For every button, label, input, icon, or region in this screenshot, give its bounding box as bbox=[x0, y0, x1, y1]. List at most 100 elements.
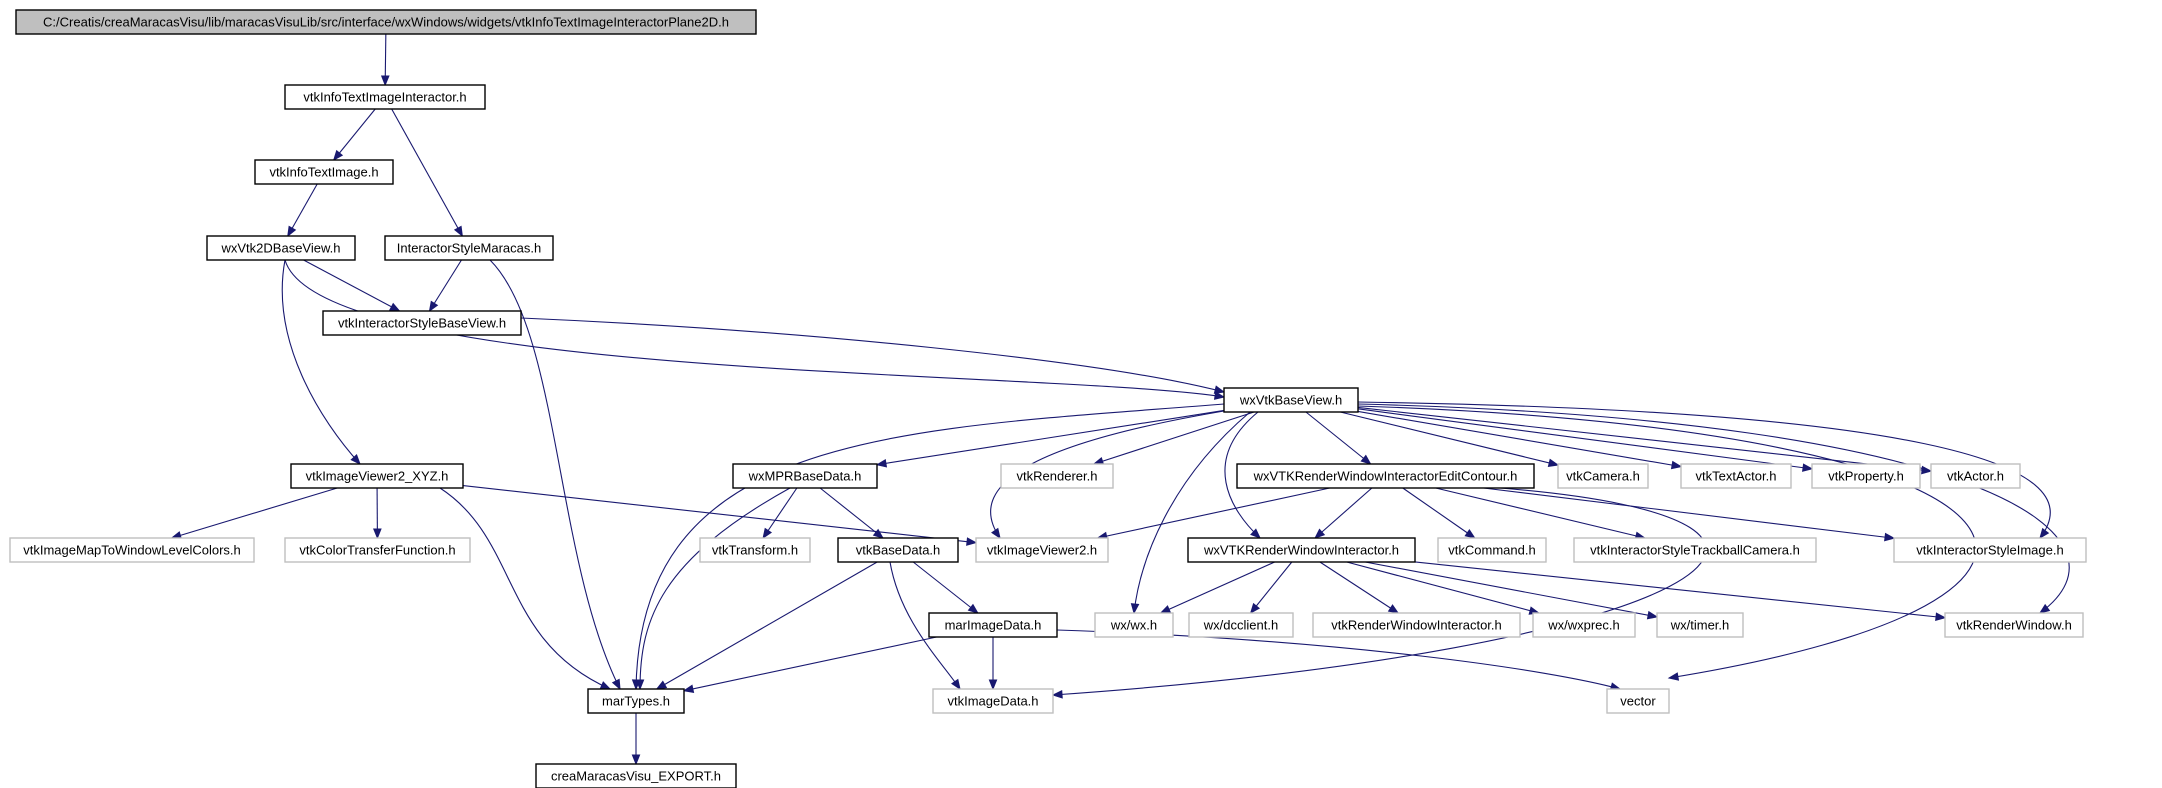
node-vtkBaseData[interactable]: vtkBaseData.h bbox=[837, 537, 959, 563]
edge-wxMPRBaseData-to-vtkBaseData bbox=[819, 487, 884, 539]
edge-InteractorStyleMaracas-to-marTypes-arrowhead bbox=[611, 678, 621, 691]
edge-vtkInfoTextImage-to-wxVtk2DBaseView bbox=[287, 183, 318, 238]
node-vtkRenderWindowInteractor-box bbox=[1312, 612, 1521, 638]
node-vtkImageViewer2_XYZ-box bbox=[290, 463, 464, 489]
node-marTypes[interactable]: marTypes.h bbox=[587, 688, 685, 714]
edge-vtkInfoTextImage-to-wxVtk2DBaseView-arrowhead bbox=[287, 225, 297, 238]
node-vtkTransform-label: vtkTransform.h bbox=[712, 543, 798, 558]
node-vtkInfoTextImageInteractor[interactable]: vtkInfoTextImageInteractor.h bbox=[284, 84, 486, 110]
node-marTypes-label: marTypes.h bbox=[602, 694, 670, 709]
node-vtkInfoTextImageInteractor-label: vtkInfoTextImageInteractor.h bbox=[303, 90, 466, 105]
node-vtkInfoTextImage-label: vtkInfoTextImage.h bbox=[269, 165, 378, 180]
node-creaMaracasVisu_EXPORT-box bbox=[535, 763, 737, 788]
node-wxVTKRWIEditContour[interactable]: wxVTKRenderWindowInteractorEditContour.h bbox=[1236, 463, 1535, 489]
edge-vtkInfoTextImageInteractor-to-InteractorStyleMaracas-line bbox=[391, 108, 463, 237]
edge-wxVtkBaseView-to-wxVTKRWI-arrowhead bbox=[1250, 528, 1261, 539]
node-wx_dcclient-box bbox=[1188, 612, 1294, 638]
edge-wxMPRBaseData-to-vtkBaseData-arrowhead bbox=[872, 528, 884, 539]
node-vtkInteractorStyleBaseView[interactable]: vtkInteractorStyleBaseView.h bbox=[322, 310, 522, 336]
edge-vtkBaseData-to-marTypes bbox=[655, 561, 878, 690]
edge-vtkImageViewer2_XYZ-to-vtkImageMapToWindowLevelColors bbox=[170, 487, 338, 540]
edge-wxVTKRWI-to-vtkRenderWindowInteractor bbox=[1319, 561, 1400, 614]
edge-vtkImageViewer2_XYZ-to-vtkImageViewer2-arrowhead bbox=[966, 537, 978, 546]
edge-vtkInteractorStyleBaseView-to-wxVtkBaseView bbox=[520, 317, 1226, 394]
edge-wxVTKRWI-to-wx_wx bbox=[1159, 561, 1275, 614]
edge-wxVTKRWI-to-wx_timer-line bbox=[1365, 561, 1658, 618]
node-vtkInteractorStyleImage: vtkInteractorStyleImage.h bbox=[1893, 537, 2087, 563]
node-vtkCamera: vtkCamera.h bbox=[1557, 463, 1649, 489]
node-wx_wx-label: wx/wx.h bbox=[1110, 618, 1157, 633]
edge-vtkImageViewer2_XYZ-to-vtkColorTransferFunction bbox=[373, 487, 382, 540]
node-vtkImageViewer2: vtkImageViewer2.h bbox=[975, 537, 1109, 563]
edge-InteractorStyleMaracas-to-marTypes bbox=[489, 259, 621, 691]
edge-wxVTKRWI-to-wx_wx-arrowhead bbox=[1159, 605, 1172, 614]
edge-wxVtkBaseView-to-wxVTKRWI bbox=[1224, 411, 1261, 539]
edge-wxVtkBaseView-to-vtkCamera bbox=[1340, 411, 1560, 468]
node-vtkColorTransferFunction-box bbox=[284, 537, 471, 563]
edge-wxVtkBaseView-to-wxVTKRWIEditContour-arrowhead bbox=[1360, 454, 1372, 465]
edge-wxVtkBaseView-to-vtkCamera-line bbox=[1340, 411, 1559, 466]
edge-vtkBaseData-to-marImageData-line bbox=[912, 561, 979, 614]
node-wxVTKRWIEditContour-label: wxVTKRenderWindowInteractorEditContour.h bbox=[1253, 469, 1518, 484]
node-vtkInfoTextImage[interactable]: vtkInfoTextImage.h bbox=[254, 159, 394, 185]
node-wxMPRBaseData-box bbox=[732, 463, 878, 489]
node-wxMPRBaseData[interactable]: wxMPRBaseData.h bbox=[732, 463, 878, 489]
node-root[interactable]: C:/Creatis/creaMaracasVisu/lib/maracasVi… bbox=[15, 9, 757, 35]
nodes: C:/Creatis/creaMaracasVisu/lib/maracasVi… bbox=[9, 9, 2087, 788]
edge-wxVTKRWI-to-wx_dcclient-arrowhead bbox=[1249, 602, 1261, 615]
node-wxVtkBaseView[interactable]: wxVtkBaseView.h bbox=[1223, 387, 1359, 413]
edge-wxVtkBaseView-to-wxMPRBaseData bbox=[875, 409, 1225, 468]
edge-wxVtk2DBaseView-to-vtkImageViewer2_XYZ-arrowhead bbox=[350, 454, 361, 465]
edge-marTypes-to-creaMaracasVisu_EXPORT-arrowhead bbox=[631, 754, 641, 766]
node-vtkInteractorStyleTrackballCamera: vtkInteractorStyleTrackballCamera.h bbox=[1573, 537, 1817, 563]
node-wxVTKRWI[interactable]: wxVTKRenderWindowInteractor.h bbox=[1187, 537, 1416, 563]
node-vtkImageMapToWindowLevelColors: vtkImageMapToWindowLevelColors.h bbox=[9, 537, 255, 563]
edge-wxVTKRWI-to-vtkRenderWindowInteractor-arrowhead bbox=[1387, 604, 1400, 614]
edge-wxVTKRWIEditContour-to-vtkImageData-line bbox=[1052, 487, 1707, 696]
node-vtkInteractorStyleBaseView-label: vtkInteractorStyleBaseView.h bbox=[338, 316, 506, 331]
node-vtkImageViewer2_XYZ[interactable]: vtkImageViewer2_XYZ.h bbox=[290, 463, 464, 489]
node-wxVTKRWIEditContour-box bbox=[1236, 463, 1535, 489]
edge-wxVTKRWI-to-wx_timer bbox=[1365, 561, 1659, 620]
node-wx_dcclient: wx/dcclient.h bbox=[1188, 612, 1294, 638]
edge-wxVTKRWIEditContour-to-vtkImageData bbox=[1051, 487, 1707, 699]
node-vtkImageMapToWindowLevelColors-label: vtkImageMapToWindowLevelColors.h bbox=[23, 543, 240, 558]
node-vector: vector bbox=[1606, 688, 1670, 714]
node-wxVTKRWI-label: wxVTKRenderWindowInteractor.h bbox=[1203, 543, 1399, 558]
node-InteractorStyleMaracas[interactable]: InteractorStyleMaracas.h bbox=[384, 235, 554, 261]
node-marImageData[interactable]: marImageData.h bbox=[928, 612, 1058, 638]
edge-wxVTKRWI-to-vtkRenderWindow-arrowhead bbox=[1935, 612, 1947, 622]
node-vtkInteractorStyleBaseView-box bbox=[322, 310, 522, 336]
node-wx_dcclient-label: wx/dcclient.h bbox=[1203, 618, 1278, 633]
edge-wxVtkBaseView-to-wx_wx-arrowhead bbox=[1130, 603, 1140, 615]
edge-wxVtkBaseView-to-wx_wx bbox=[1130, 411, 1251, 615]
edge-wxVtk2DBaseView-to-wxVtkBaseView-arrowhead bbox=[1213, 391, 1226, 400]
node-vtkInteractorStyleTrackballCamera-label: vtkInteractorStyleTrackballCamera.h bbox=[1590, 543, 1800, 558]
edge-vtkImageViewer2_XYZ-to-marTypes-arrowhead bbox=[599, 681, 612, 690]
node-wxVtk2DBaseView-box bbox=[206, 235, 356, 261]
node-wxVtk2DBaseView[interactable]: wxVtk2DBaseView.h bbox=[206, 235, 356, 261]
edge-vtkBaseData-to-marImageData bbox=[912, 561, 979, 614]
node-vtkRenderWindow-box bbox=[1944, 612, 2084, 638]
edge-wxMPRBaseData-to-marTypes-line bbox=[639, 487, 791, 690]
edge-marImageData-to-marTypes-line bbox=[683, 636, 937, 692]
edge-wxVTKRWI-to-wx_timer-arrowhead bbox=[1646, 610, 1659, 620]
edge-wxMPRBaseData-to-vtkTransform-line bbox=[762, 487, 798, 539]
node-creaMaracasVisu_EXPORT[interactable]: creaMaracasVisu_EXPORT.h bbox=[535, 763, 737, 788]
edge-wxVtk2DBaseView-to-wxVtkBaseView bbox=[284, 259, 1226, 400]
edge-wxVTKRWIEditContour-to-vtkInteractorStyleTrackballCamera bbox=[1435, 487, 1647, 541]
edge-wxVTKRWI-to-wx_wx-line bbox=[1160, 561, 1275, 614]
edge-marImageData-to-vector-line bbox=[1056, 629, 1621, 690]
node-InteractorStyleMaracas-box bbox=[384, 235, 554, 261]
edge-wxVtkBaseView-to-marTypes-line bbox=[635, 403, 1225, 690]
node-marImageData-label: marImageData.h bbox=[945, 618, 1042, 633]
edge-wxVTKRWIEditContour-to-wxVTKRWI-line bbox=[1314, 487, 1373, 539]
edge-vtkInfoTextImageInteractor-to-vtkInfoTextImage-arrowhead bbox=[332, 149, 344, 162]
edge-wxVTKRWIEditContour-to-vtkImageData-arrowhead bbox=[1051, 690, 1063, 699]
node-marTypes-box bbox=[587, 688, 685, 714]
edge-wxMPRBaseData-to-vtkBaseData-line bbox=[819, 487, 884, 539]
node-wx_wx: wx/wx.h bbox=[1094, 612, 1174, 638]
node-wx_wx-box bbox=[1094, 612, 1174, 638]
edge-InteractorStyleMaracas-to-vtkInteractorStyleBaseView bbox=[428, 259, 462, 313]
